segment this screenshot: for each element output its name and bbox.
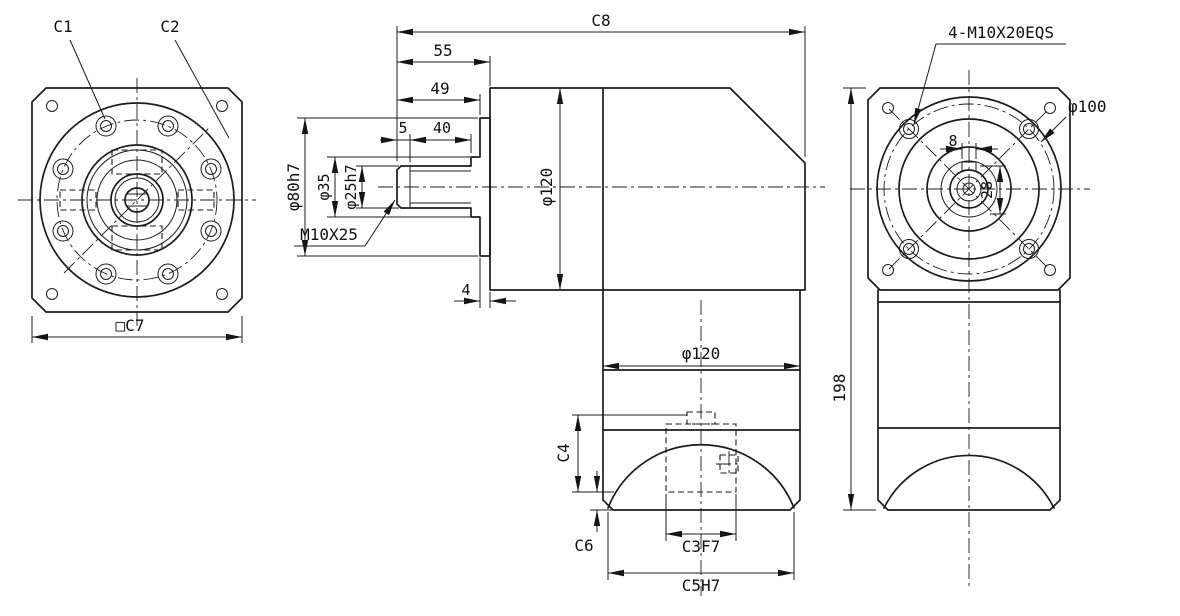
dim-c3-label: C3F7	[682, 537, 721, 556]
rear-corner-hole	[1044, 264, 1056, 276]
dim-c8-label: C8	[591, 11, 610, 30]
front-bolt-circle	[56, 119, 218, 281]
dim-4-label: 4	[461, 281, 470, 299]
gearbox-body-outline	[489, 87, 806, 291]
dim-c7-label: □C7	[116, 316, 145, 335]
dim-c4-label: C4	[554, 443, 573, 462]
dim-c6-label: C6	[574, 536, 593, 555]
m10x25-leader-line	[364, 199, 396, 247]
rear-tapped-holes	[899, 119, 1039, 259]
label-bolt-callout: 4-M10X20EQS	[948, 23, 1054, 42]
rear-keyway	[961, 161, 977, 171]
front-corner-hole	[46, 100, 58, 112]
front-shaft-circle	[124, 187, 150, 213]
dim-8-label: 8	[948, 132, 957, 150]
dim-49-label: 49	[430, 79, 449, 98]
front-spigot-circle	[96, 159, 178, 241]
dim-28-label: 28	[978, 181, 996, 199]
rear-boss-circle	[898, 118, 1040, 260]
c1-leader-line	[69, 39, 106, 120]
dim-d100-label: φ100	[1068, 97, 1107, 116]
c2-leader-line	[174, 39, 230, 139]
front-flange-outline	[31, 87, 243, 313]
dim-198-label: 198	[830, 374, 849, 403]
front-diagonal-centerline	[63, 126, 211, 274]
front-corner-hole	[216, 288, 228, 300]
dim-d120-flange-label: φ120	[682, 344, 721, 363]
rear-flange-circle	[876, 96, 1062, 282]
dim-d35-label: φ35	[315, 173, 333, 200]
rear-hub-circle	[926, 146, 1012, 232]
output-shaft	[396, 117, 491, 257]
rear-lower-housing-outline	[877, 289, 1061, 511]
label-m10x25: M10X25	[300, 225, 358, 244]
label-c1: C1	[53, 17, 72, 36]
dim-5-label: 5	[398, 119, 407, 137]
rear-flange-outline	[867, 87, 1071, 291]
dim-d120-body-label: φ120	[537, 168, 556, 207]
dim-40-label: 40	[433, 119, 451, 137]
rear-bore-inner-circle	[956, 176, 982, 202]
side-view: C8 55 49 5 40 φ80h7 φ35 φ25h7	[284, 11, 825, 596]
front-hidden-detail	[59, 149, 215, 251]
front-bore-inner-circle	[114, 177, 160, 223]
dim-d80-label: φ80h7	[284, 163, 303, 211]
front-corner-hole	[46, 288, 58, 300]
rear-bolt-circle	[883, 103, 1055, 275]
output-boss-arc	[607, 443, 795, 509]
front-hub-circle	[81, 144, 193, 256]
front-corner-hole	[216, 100, 228, 112]
front-bolt-holes	[52, 115, 222, 285]
front-view: C1 C2 □C7	[18, 17, 256, 343]
rear-bore-circle	[949, 169, 989, 209]
lower-housing-outline	[602, 289, 801, 511]
label-c2: C2	[160, 17, 179, 36]
front-flange-circle	[39, 102, 235, 298]
dim-55-label: 55	[433, 41, 452, 60]
side-hidden-detail	[665, 411, 739, 493]
rear-center-hole	[962, 182, 976, 196]
dim-d25-label: φ25h7	[342, 164, 360, 209]
rear-view: 4-M10X20EQS φ100 8 28 198	[830, 23, 1107, 590]
d100-leader-line	[1040, 116, 1067, 143]
rear-corner-hole	[1044, 102, 1056, 114]
dim-c5-label: C5H7	[682, 576, 721, 595]
rear-boss-arc	[883, 454, 1055, 509]
rear-corner-hole	[882, 102, 894, 114]
bolt-callout-leader	[913, 43, 937, 125]
rear-corner-hole	[882, 264, 894, 276]
